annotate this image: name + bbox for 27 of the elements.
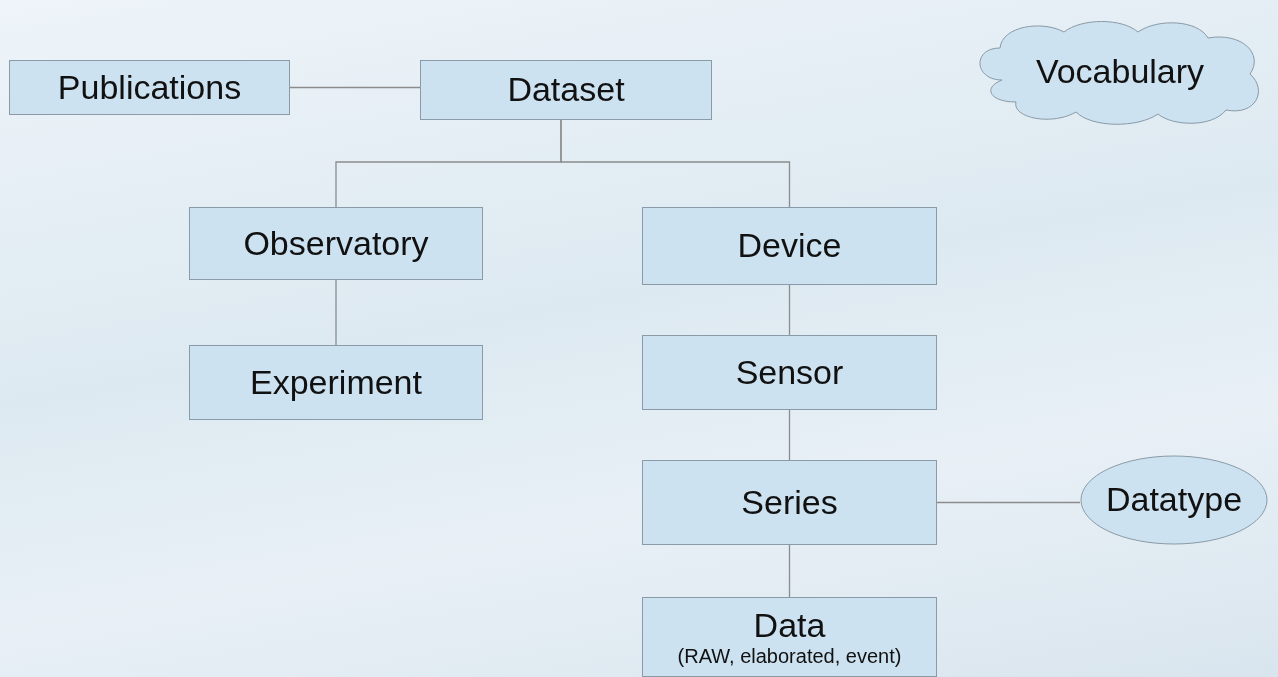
connector-line — [560, 119, 791, 208]
entity-name: Observatory — [243, 224, 429, 263]
entity-name: Publications — [57, 68, 242, 107]
connector-line — [788, 284, 791, 336]
entity-name: Experiment — [250, 363, 422, 402]
connector-line — [788, 544, 791, 598]
entity-name: Vocabulary — [1035, 53, 1205, 91]
entity-box — [642, 597, 937, 677]
connector-line — [936, 501, 1081, 504]
entity-name: Device — [737, 227, 842, 265]
entity-box — [642, 207, 937, 285]
entity-box — [642, 460, 937, 545]
entity-name: Sensor — [735, 353, 844, 392]
entity-name: Datatype — [1105, 481, 1243, 519]
connector-line — [289, 86, 421, 89]
datatype-ellipse — [1080, 455, 1268, 545]
entity-box — [189, 207, 483, 280]
entity-name: Dataset — [507, 71, 625, 109]
entity-box — [642, 335, 937, 410]
entity-box — [9, 60, 290, 115]
entity-name: Series — [741, 483, 838, 522]
connector-line — [788, 409, 791, 461]
entity-note: (RAW, elaborated, event) — [677, 644, 902, 667]
entity-name: Data — [753, 607, 826, 645]
entity-box — [189, 345, 483, 420]
entity-box — [420, 60, 712, 120]
connector-line — [335, 279, 337, 346]
